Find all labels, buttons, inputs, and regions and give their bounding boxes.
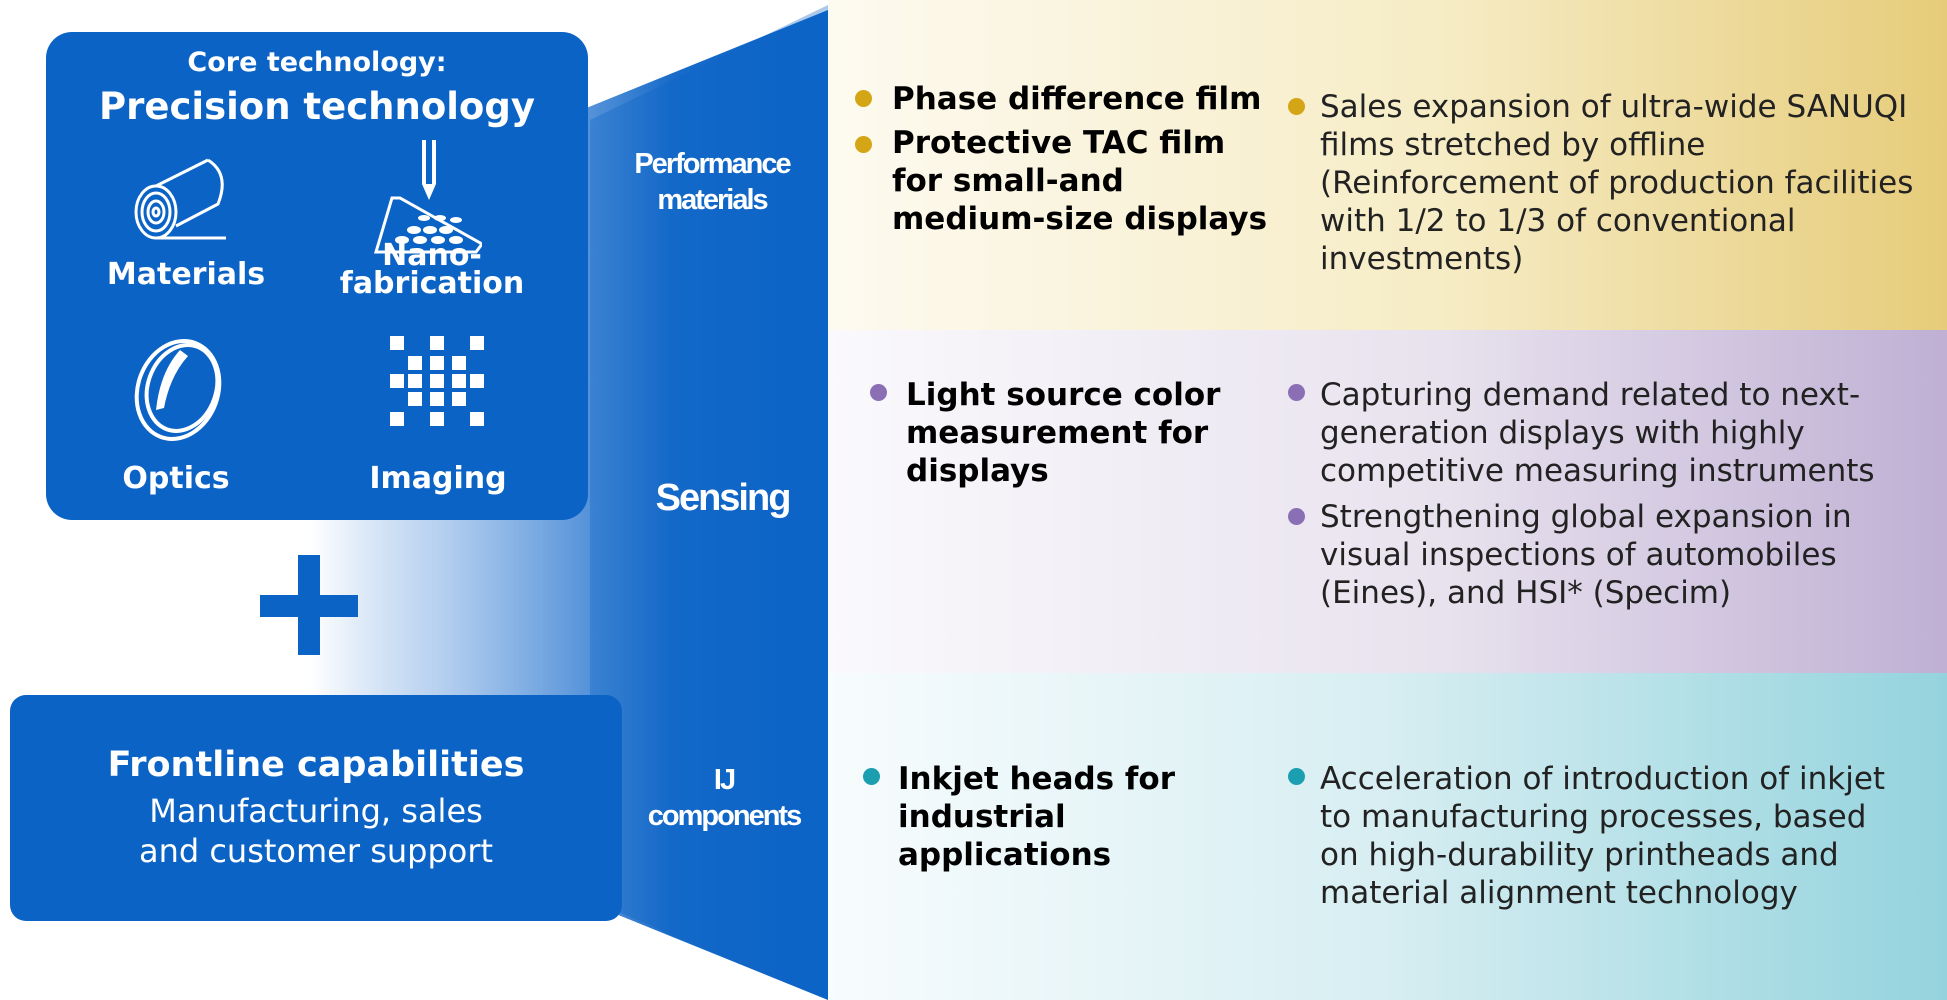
strategy-line: with 1/2 to 1/3 of conventional (1320, 203, 1796, 239)
strategy-line: visual inspections of automobiles (1320, 537, 1837, 573)
frontline-subtitle-line2: and customer support (138, 832, 494, 870)
strategy-ij: Acceleration of introduction of inkjet t… (1320, 760, 1885, 912)
ij-components-panel (828, 673, 1947, 1000)
strategy-line: generation displays with highly (1320, 415, 1805, 451)
nanofabrication-icon (373, 140, 482, 254)
plus-sign-horizontal (260, 595, 358, 617)
product-inkjet-heads: Inkjet heads for industrial applications (898, 760, 1175, 874)
strategy-line: films stretched by offline (1320, 127, 1706, 163)
segment-label-line: Performance (634, 148, 791, 180)
product-protective-tac-film: Protective TAC film for small-and medium… (892, 124, 1267, 238)
product-line: medium-size displays (892, 201, 1268, 237)
bullet-dot (1288, 98, 1305, 115)
bullet-dot (855, 136, 872, 153)
tech-label-line: Nano- (382, 238, 482, 273)
strategy-line: (Eines), and HSI* (Specim) (1320, 575, 1732, 611)
segment-label-line: IJ (713, 764, 736, 796)
bullet-dot (855, 90, 872, 107)
segment-label-line: materials (657, 184, 768, 216)
product-line: measurement for (906, 415, 1209, 451)
strategy-line: Acceleration of introduction of inkjet (1320, 761, 1886, 797)
bullet-dot (870, 384, 887, 401)
film-roll-icon (134, 158, 226, 240)
frontline-capabilities-box: Frontline capabilities Manufacturing, sa… (10, 695, 622, 921)
segment-label-performance: Performance materials (612, 146, 812, 218)
strategy-line: (Reinforcement of production facilities (1320, 165, 1914, 201)
tech-label-nanofabrication: Nano- fabrication (332, 238, 532, 301)
product-line: industrial (898, 799, 1066, 835)
strategy-line: on high-durability printheads and (1320, 837, 1839, 873)
strategy-line: investments) (1320, 241, 1524, 277)
tech-label-line: fabrication (339, 266, 525, 301)
product-phase-difference-film: Phase difference film (892, 81, 1262, 117)
strategy-line: Sales expansion of ultra-wide SANUQI (1320, 89, 1908, 125)
strategy-sensing-1: Capturing demand related to next- genera… (1320, 376, 1875, 490)
funnel-inner-shape (590, 5, 828, 1000)
tech-label-optics: Optics (122, 461, 230, 496)
core-technology-box: Core technology: Precision technology Ma… (46, 32, 588, 520)
product-line: Inkjet heads for (898, 761, 1176, 797)
product-line: Protective TAC film (892, 125, 1226, 161)
strategy-line: to manufacturing processes, based (1320, 799, 1867, 835)
product-line: for small-and (892, 163, 1124, 199)
product-line: displays (906, 453, 1049, 489)
segment-label-sensing: Sensing (655, 477, 792, 519)
core-technology-title: Core technology: (187, 47, 447, 78)
strategy-line: Capturing demand related to next- (1320, 377, 1861, 413)
product-line: Light source color (906, 377, 1221, 413)
tech-label-imaging: Imaging (369, 461, 507, 496)
strategy-line: material alignment technology (1320, 875, 1798, 911)
bullet-dot (1288, 768, 1305, 785)
lens-icon (134, 339, 222, 441)
tech-label-materials: Materials (106, 257, 266, 292)
segment-label-ij: IJ components (624, 762, 824, 834)
product-line: applications (898, 837, 1112, 873)
strategy-line: Strengthening global expansion in (1320, 499, 1852, 535)
sensing-panel (828, 330, 1947, 673)
strategy-sensing-2: Strengthening global expansion in visual… (1320, 498, 1852, 612)
pixel-grid-icon (390, 336, 484, 426)
performance-materials-panel (828, 0, 1947, 330)
product-light-source-color-measurement: Light source color measurement for displ… (906, 376, 1220, 490)
bullet-dot (1288, 384, 1305, 401)
strategy-line: competitive measuring instruments (1320, 453, 1875, 489)
strategy-performance: Sales expansion of ultra-wide SANUQI fil… (1320, 88, 1913, 278)
core-technology-subtitle: Precision technology (99, 85, 535, 128)
frontline-title: Frontline capabilities (107, 745, 525, 785)
bullet-dot (1288, 508, 1305, 525)
frontline-subtitle-line1: Manufacturing, sales (149, 792, 483, 830)
bullet-dot (863, 768, 880, 785)
segment-label-line: components (647, 800, 802, 832)
